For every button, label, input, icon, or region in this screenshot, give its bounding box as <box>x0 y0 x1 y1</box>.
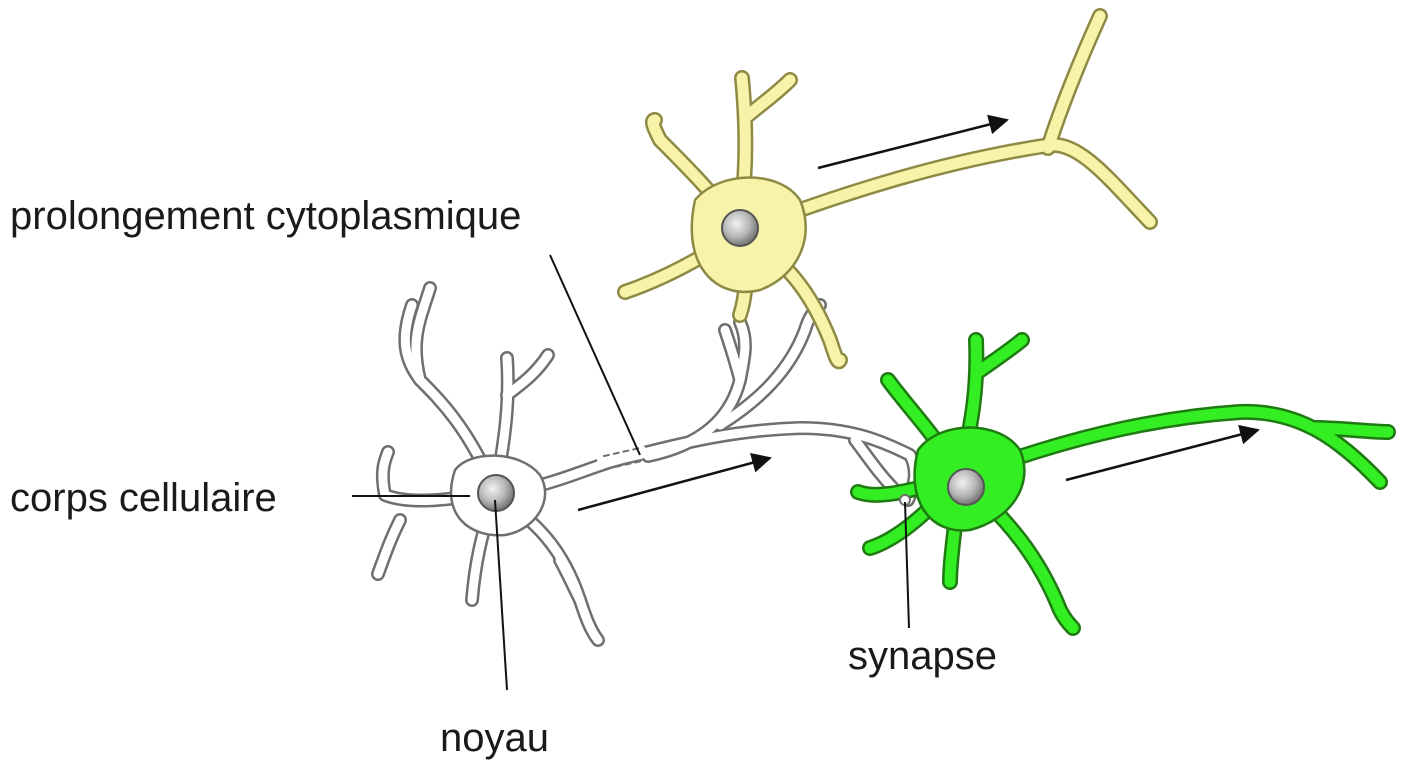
green-neuron-nucleus <box>948 469 984 505</box>
label-synapse: synapse <box>848 636 997 676</box>
label-corps-cellulaire: corps cellulaire <box>10 478 277 518</box>
yellow-neuron <box>625 16 1150 361</box>
label-noyau: noyau <box>440 718 549 758</box>
green-neuron <box>858 340 1388 628</box>
yellow-neuron-nucleus <box>722 210 758 246</box>
label-prolongement-cytoplasmique: prolongement cytoplasmique <box>10 196 521 236</box>
